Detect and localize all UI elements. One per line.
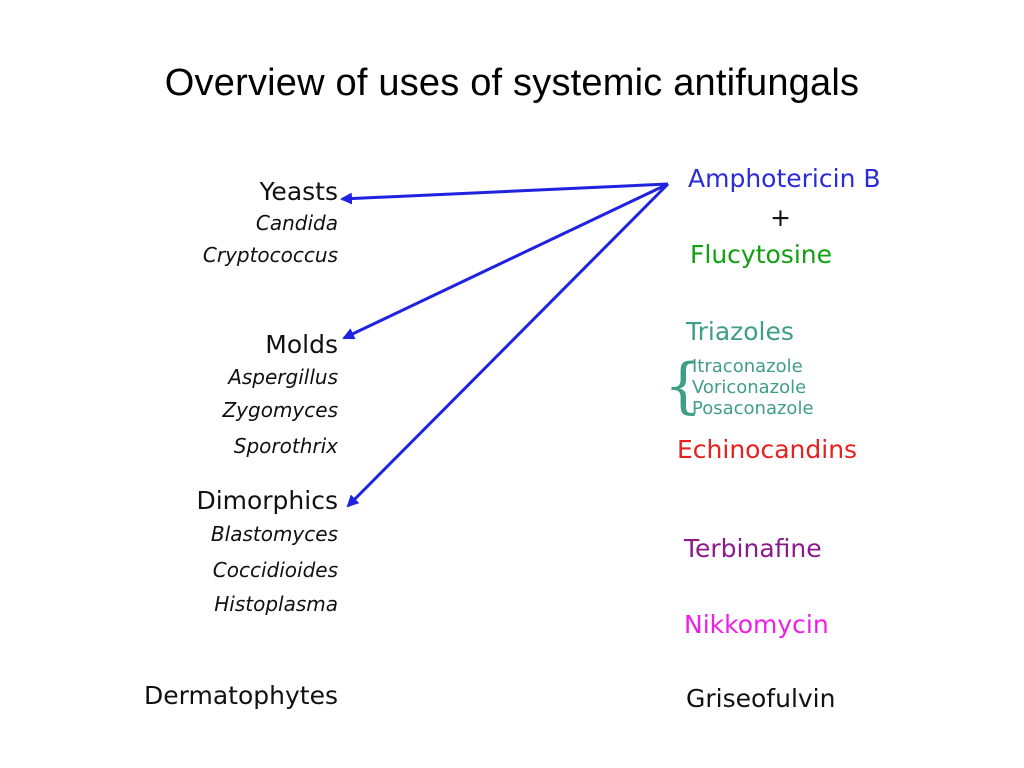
organism-item: Zygomyces: [222, 398, 338, 422]
plus-sign: +: [770, 203, 791, 232]
organism-item: Coccidioides: [212, 558, 338, 582]
triazole-item: Itraconazole: [692, 356, 803, 377]
triazole-item: Voriconazole: [692, 377, 807, 398]
organism-item: Histoplasma: [214, 592, 338, 616]
drug-griseofulvin: Griseofulvin: [686, 684, 836, 713]
drug-amphotericin-b: Amphotericin B: [688, 164, 881, 193]
organism-item: Blastomyces: [210, 522, 338, 546]
organism-dermatophytes: Dermatophytes: [144, 681, 338, 710]
organism-item: Sporothrix: [233, 434, 338, 458]
triazole-item: Posaconazole: [692, 398, 814, 419]
organism-item: Cryptococcus: [202, 243, 338, 267]
arrow-amphotericin-to-dimorphics: [346, 182, 670, 508]
drug-nikkomycin: Nikkomycin: [684, 610, 829, 639]
brace-icon: {: [664, 351, 703, 421]
organism-item: Candida: [255, 211, 338, 235]
drug-triazoles: Triazoles: [686, 317, 794, 346]
organism-molds: Molds: [265, 330, 338, 359]
arrow-amphotericin-to-molds: [342, 182, 669, 340]
slide-title: Overview of uses of systemic antifungals: [164, 62, 860, 104]
arrow-amphotericin-to-yeasts: [340, 182, 669, 205]
drug-flucytosine: Flucytosine: [690, 240, 833, 269]
organism-item: Aspergillus: [228, 365, 338, 389]
organism-yeasts: Yeasts: [259, 177, 338, 206]
drug-terbinafine: Terbinafine: [684, 534, 822, 563]
drug-echinocandins: Echinocandins: [677, 435, 858, 464]
organism-dimorphics: Dimorphics: [196, 486, 338, 515]
